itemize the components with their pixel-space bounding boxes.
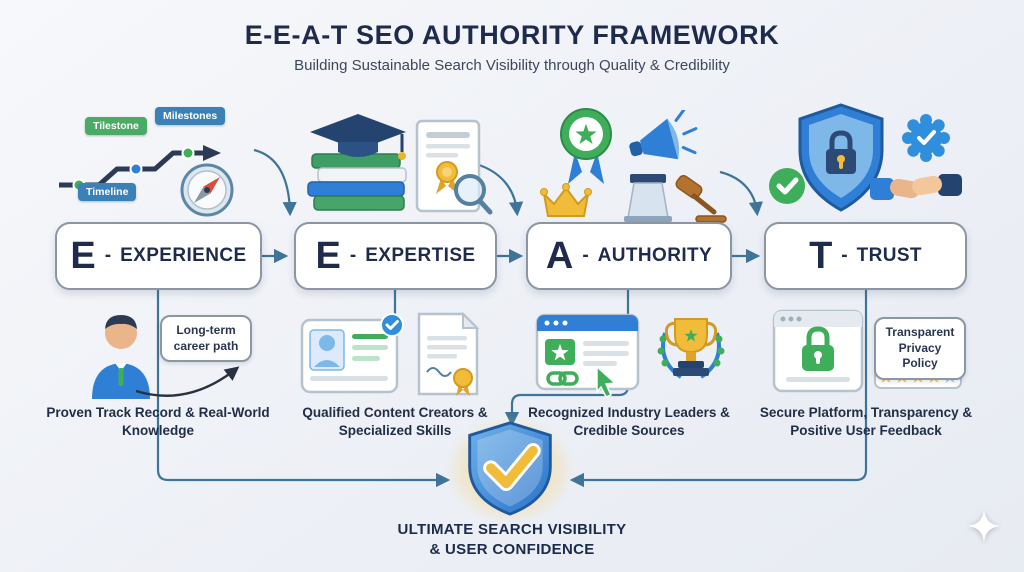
authority-bottom-icons [535,303,730,403]
pillar-letter: E [315,235,341,277]
trophy-icon [657,318,725,379]
expertise-top-icons [296,102,496,220]
certificate-magnifier-icon [415,119,493,215]
sparkle-icon [968,510,1000,542]
verified-badge-icon [902,114,950,162]
handshake-icon [870,174,962,200]
pillar-letter: T [809,235,833,277]
tag-tilestone: Tilestone [85,117,147,135]
books-graduation-icon [307,114,407,211]
page-subtitle: Building Sustainable Search Visibility t… [294,57,730,74]
pillar-box-trust: T - TRUST [764,222,967,290]
pillar-dash: - [349,245,357,266]
link-page-icon [535,313,640,398]
pillar-letter: E [70,235,96,277]
megaphone-icon [629,110,698,160]
crown-icon [540,183,592,217]
trust-bottom-icons: Transparent Privacy Policy [770,303,968,403]
pillar-dash: - [841,245,848,266]
expertise-bottom-icons [300,306,490,400]
pillar-box-authority: A - AUTHORITY [526,222,732,290]
gavel-icon [675,175,727,223]
trust-caption: Secure Platform, Transparency & Positive… [759,405,973,439]
footer-line2: & USER CONFIDENCE [429,540,595,558]
person-icon [92,315,150,399]
header: E-E-A-T SEO AUTHORITY FRAMEWORK Building… [0,20,1024,74]
authority-top-icons [530,98,735,223]
podium-icon [624,174,672,222]
compass-icon [180,163,234,217]
authority-caption: Recognized Industry Leaders & Credible S… [528,405,730,439]
career-path-callout: Long-term career path [160,315,252,363]
pillar-box-expertise: E - EXPERTISE [294,222,497,290]
pillar-letter: A [545,235,574,277]
footer-text: ULTIMATE SEARCH VISIBILITY & USER CONFID… [0,520,1024,559]
secure-page-icon [772,309,864,393]
curved-arrow-icon [135,366,240,397]
pillar-dash: - [104,245,112,266]
pillar-name: EXPERIENCE [120,245,247,266]
pillar-name: EXPERTISE [365,245,476,266]
tag-timeline: Timeline [78,183,137,201]
id-card-icon [300,313,404,394]
privacy-policy-callout: Transparent Privacy Policy [874,317,966,380]
certificate-icon [417,311,480,396]
final-shield-icon [468,421,552,516]
experience-caption: Proven Track Record & Real-World Knowled… [46,405,270,439]
tag-milestones: Milestones [155,107,226,125]
pillar-name: AUTHORITY [597,245,713,266]
award-rosette-icon [560,108,612,184]
experience-bottom-icons: Long-term career path [58,303,263,403]
page-title: E-E-A-T SEO AUTHORITY FRAMEWORK [244,20,780,50]
check-circle-icon [769,168,805,204]
footer-line1: ULTIMATE SEARCH VISIBILITY [397,521,627,538]
pillar-dash: - [582,245,589,266]
shield-lock-icon [798,103,884,212]
pillar-box-experience: E - EXPERIENCE [55,222,262,290]
pillar-name: TRUST [856,245,922,266]
trust-top-icons [765,100,970,222]
experience-top-icons: Tilestone Milestones Timeline [55,95,265,220]
expertise-caption: Qualified Content Creators & Specialized… [302,405,488,439]
